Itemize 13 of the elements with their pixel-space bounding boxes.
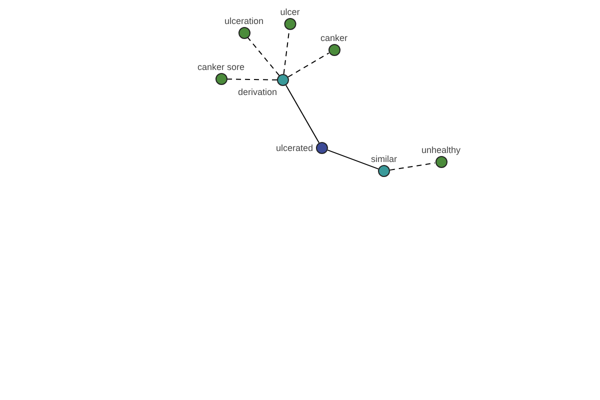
dashed-line	[247, 37, 280, 76]
node-label: derivation	[238, 87, 277, 97]
dashed-line	[288, 52, 330, 78]
node-label: canker	[320, 33, 348, 43]
node-label: ulceration	[224, 16, 264, 26]
node-label: similar	[371, 154, 397, 164]
connector-line	[285, 84, 320, 144]
node-label: canker sore	[197, 62, 245, 72]
node-label: ulcerated	[276, 143, 313, 153]
node-label: ulcer	[280, 7, 300, 17]
node-label: unhealthy	[421, 145, 461, 155]
dashed-line	[226, 78, 278, 80]
connector-line	[327, 150, 379, 170]
